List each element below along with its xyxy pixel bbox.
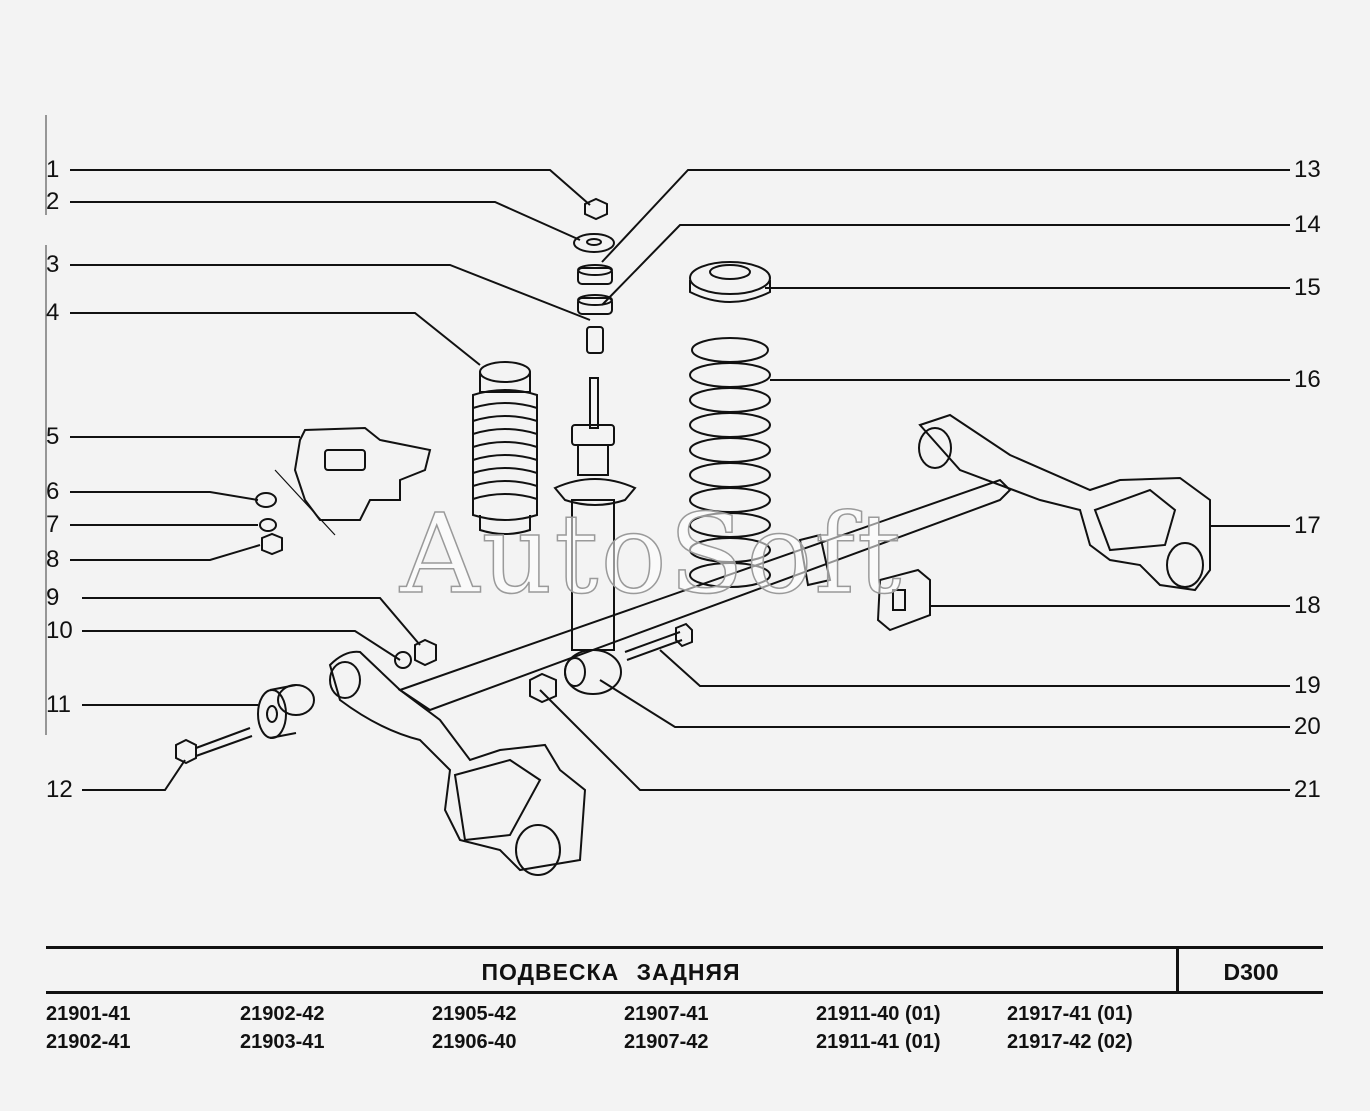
model-code: 21911-41 (01) [816,1031,941,1053]
callout-1: 1 [46,156,60,183]
callout-12: 12 [46,776,73,803]
callout-8: 8 [46,546,60,573]
leader-6 [70,491,259,501]
leader-1 [70,169,591,206]
callout-13: 13 [1294,156,1321,183]
part-11-silent-block [257,684,315,739]
callout-14: 14 [1294,211,1321,238]
callout-9: 9 [46,584,60,611]
leader-10 [82,630,401,661]
leader-21 [539,689,1290,791]
part-14-bushing [577,297,613,315]
part-1-nut [584,197,608,221]
leader-13 [601,169,1290,263]
part-8-nut [261,532,283,556]
callout-4: 4 [46,299,60,326]
part-9-nut [414,638,437,667]
leader-2 [70,201,581,241]
part-21-nut [529,672,557,704]
callout-19: 19 [1294,672,1321,699]
part-18-bushing [876,568,931,632]
model-code: 21917-42 (02) [1007,1031,1133,1053]
part-3-spacer [586,326,604,354]
model-code: 21906-40 [432,1031,517,1053]
part-7-lock-washer [259,518,277,532]
leader-12 [82,759,186,791]
leader-20 [599,679,1290,728]
part-6-washer [255,492,277,508]
model-code: 21917-41 (01) [1007,1003,1133,1025]
diagram-code: D300 [1223,959,1279,985]
part-10-washer [394,651,412,669]
title-divider [1176,949,1179,991]
callout-16: 16 [1294,366,1321,393]
callout-7: 7 [46,511,60,538]
callout-21: 21 [1294,776,1321,803]
part-19-bolt [624,622,693,661]
model-code: 21907-41 [624,1003,709,1025]
leader-19 [659,649,1290,687]
model-code: 21902-42 [240,1003,325,1025]
part-4-boot [472,361,538,535]
model-code: 21911-40 (01) [816,1003,941,1025]
callout-3: 3 [46,251,60,278]
watermark: AutoSoft [399,489,904,619]
title-bar: ПОДВЕСКА ЗАДНЯЯ D300 [46,946,1323,994]
leader-4 [70,312,481,366]
leader-9 [82,597,421,646]
model-code: 21905-42 [432,1003,517,1025]
model-code: 21907-42 [624,1031,709,1053]
part-5-bracket [274,426,432,536]
model-code: 21903-41 [240,1031,325,1053]
callout-10: 10 [46,617,73,644]
callout-18: 18 [1294,592,1321,619]
callout-20: 20 [1294,713,1321,740]
axle-beam [328,413,1211,876]
part-15-spring-seat [689,261,771,303]
callout-5: 5 [46,423,60,450]
page-title: ПОДВЕСКА ЗАДНЯЯ [481,959,741,985]
leader-8 [70,544,261,561]
callout-15: 15 [1294,274,1321,301]
model-code: 21901-41 [46,1003,131,1025]
leader-14 [601,224,1290,306]
part-12-bolt [175,727,253,765]
part-13-bushing [577,267,613,285]
part-16-coil-spring [689,337,771,588]
callout-2: 2 [46,188,60,215]
part-2-washer [573,233,615,253]
callout-17: 17 [1294,512,1321,539]
model-code: 21902-41 [46,1031,131,1053]
leader-3 [70,264,591,321]
callout-6: 6 [46,478,60,505]
callout-11: 11 [46,691,71,718]
